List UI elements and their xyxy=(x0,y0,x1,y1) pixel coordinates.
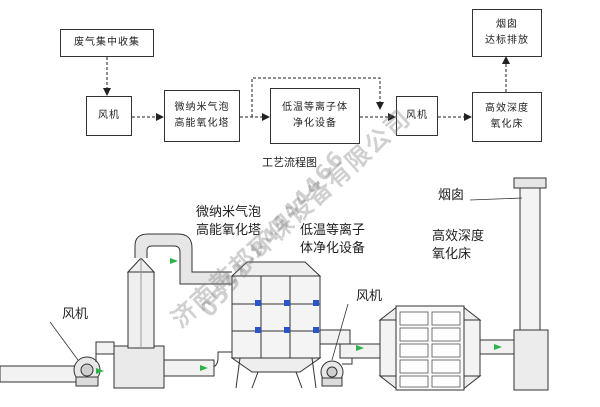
chimney-label: 烟囱 达标排放 xyxy=(485,19,529,46)
chimney-stack xyxy=(519,185,541,331)
catalytic-box: 高效深度 氧化床 xyxy=(472,92,542,142)
tower-callout: 微纳米气泡 高能氧化塔 xyxy=(196,205,262,238)
flowchart-caption: 工艺流程图 xyxy=(262,156,317,169)
plasma-box: 低温等离子体 净化设备 xyxy=(270,88,360,144)
collection-box: 废气集中收集 xyxy=(60,29,154,57)
inlet-duct xyxy=(0,365,81,383)
tower-box: 微纳米气泡 高能氧化塔 xyxy=(164,90,240,142)
tower-base xyxy=(113,345,165,389)
plasma-fan-duct xyxy=(319,329,351,345)
collection-label: 废气集中收集 xyxy=(74,37,140,48)
fan1-box: 风机 xyxy=(86,96,132,136)
catalytic-callout: 高效深度 氧化床 xyxy=(432,229,485,262)
chimney-callout: 烟囱 xyxy=(438,188,465,203)
fan-catalytic-duct xyxy=(339,343,381,359)
fan-tower-duct xyxy=(95,341,115,355)
chimney-base xyxy=(513,329,549,391)
tower-plasma-duct xyxy=(163,359,215,377)
chimney-box: 烟囱 达标排放 xyxy=(472,9,542,57)
fan-right-callout: 风机 xyxy=(356,289,383,304)
plasma-body xyxy=(231,275,321,359)
fan2-box: 风机 xyxy=(396,96,438,136)
fan1-label: 风机 xyxy=(98,110,120,121)
tower-label: 微纳米气泡 高能氧化塔 xyxy=(174,102,230,129)
chimney-cap xyxy=(513,177,547,189)
plasma-label: 低温等离子体 净化设备 xyxy=(282,102,348,129)
fan-left-callout: 风机 xyxy=(62,307,89,322)
plasma-callout: 低温等离子 体净化设备 xyxy=(300,223,366,256)
catalytic-label: 高效深度 氧化床 xyxy=(485,103,529,130)
fan2-label: 风机 xyxy=(406,110,428,121)
